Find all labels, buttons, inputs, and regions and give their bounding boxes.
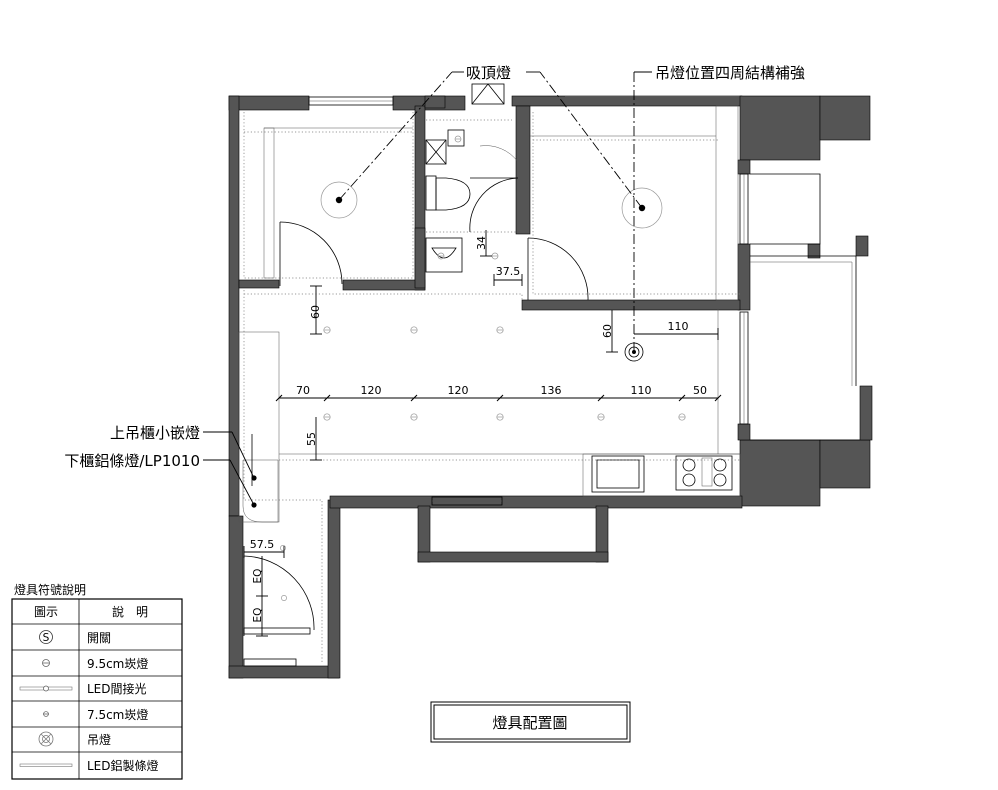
dim-row-120a: 120 <box>361 384 382 397</box>
legend-header-desc: 說 明 <box>112 604 148 619</box>
dim-55: 55 <box>305 432 318 446</box>
dim-37-5: 37.5 <box>496 265 521 278</box>
downlight-9-5-icon <box>42 659 50 667</box>
legend: 燈具符號說明 圖示 說 明 S <box>11 582 183 780</box>
plan-title-box: 燈具配置圖 <box>430 701 631 743</box>
dimension-lines <box>243 230 722 637</box>
led-indirect-icon <box>19 685 73 692</box>
dim-eq-1: EQ <box>252 569 264 584</box>
legend-title: 燈具符號說明 <box>14 582 86 597</box>
pendant-light-icon <box>38 731 54 747</box>
dim-row-110: 110 <box>631 384 652 397</box>
dim-row-70: 70 <box>296 384 310 397</box>
legend-desc-downlight-7-5: 7.5cm崁燈 <box>87 707 148 722</box>
dim-60-left: 60 <box>309 305 322 319</box>
legend-desc-downlight-9-5: 9.5cm崁燈 <box>87 656 148 671</box>
legend-desc-switch: 開關 <box>87 631 111 645</box>
legend-desc-led-indirect: LED間接光 <box>87 681 147 696</box>
plan-title: 燈具配置圖 <box>492 714 567 732</box>
dimension-labels: 60 34 37.5 60 110 70 120 120 136 110 50 … <box>250 236 707 622</box>
annotations: 吸頂燈 吊燈位置四周結構補強 上吊櫃小嵌燈 下櫃鋁條燈/LP1010 <box>64 64 805 470</box>
label-upper-cabinet-downlight: 上吊櫃小嵌燈 <box>110 424 200 442</box>
dim-row-136: 136 <box>541 384 562 397</box>
legend-desc-led-strip: LED鋁製條燈 <box>87 758 159 773</box>
dim-row-120b: 120 <box>448 384 469 397</box>
dim-eq-2: EQ <box>252 608 264 623</box>
entry-downlight <box>280 545 287 601</box>
dim-110-top: 110 <box>668 320 689 333</box>
led-aluminum-strip-icon <box>19 763 73 767</box>
label-ceiling-light: 吸頂燈 <box>466 64 511 82</box>
downlight-row-1 <box>323 326 504 334</box>
walls <box>228 95 873 679</box>
light-fixtures <box>251 135 686 601</box>
label-pendant-reinforce: 吊燈位置四周結構補強 <box>655 64 805 82</box>
dim-57-5: 57.5 <box>250 538 275 551</box>
doors <box>243 145 589 636</box>
windows <box>243 83 749 667</box>
switch-icon: S <box>39 630 53 644</box>
leader-lines <box>203 71 652 506</box>
svg-text:S: S <box>43 632 50 644</box>
bathroom-downlight <box>437 135 499 260</box>
dim-row-50: 50 <box>693 384 707 397</box>
downlight-7-5-icon <box>43 711 49 717</box>
dim-34: 34 <box>475 236 488 250</box>
downlight-row-2 <box>323 413 686 421</box>
balcony <box>750 173 860 441</box>
legend-header-symbol: 圖示 <box>34 605 58 619</box>
dim-60-right: 60 <box>601 324 614 338</box>
fixtures <box>238 105 741 523</box>
ceiling-lines <box>243 112 740 664</box>
label-lower-cabinet-strip: 下櫃鋁條燈/LP1010 <box>64 452 200 470</box>
legend-desc-pendant: 吊燈 <box>87 732 111 747</box>
